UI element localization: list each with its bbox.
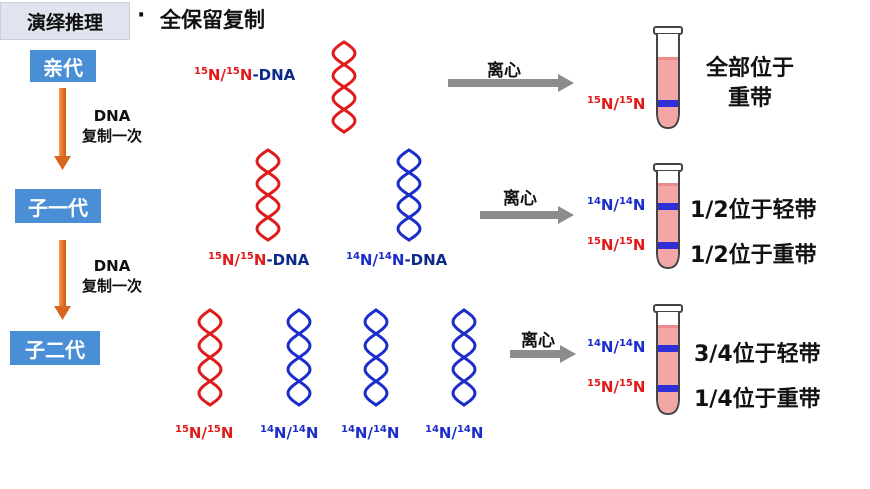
centrifuge-arrow-3 [510, 345, 576, 363]
test-tube-2 [653, 163, 683, 270]
heavy-band-3 [658, 385, 678, 392]
test-tube-3 [653, 304, 683, 416]
result-row3-heavy: 1/4位于重带 [694, 387, 821, 412]
parent-helix-strand-2 [331, 40, 357, 134]
result-row1-line2: 重带 [728, 86, 773, 111]
g2-helix-2 [286, 308, 312, 407]
result-row1-line1: 全部位于 [706, 56, 795, 81]
replication-label-1: DNA 复制一次 [72, 106, 152, 146]
g2-dna-label-4: 14N/14N [425, 424, 484, 442]
page-subtitle: 全保留复制 [160, 8, 265, 32]
parent-generation-box: 亲代 [30, 50, 96, 82]
centrifuge-label-3: 离心 [521, 331, 555, 351]
result-row3-light: 3/4位于轻带 [694, 342, 821, 367]
replication-arrow-2 [54, 240, 71, 320]
g1-heavy-dna-label: 15N/15N-DNA [208, 251, 310, 269]
test-tube-1 [653, 26, 683, 130]
tube2-light-label: 14N/14N [587, 196, 646, 214]
g1-light-helix-strand-2 [396, 148, 422, 242]
centrifuge-label-1: 离心 [487, 61, 521, 81]
g2-dna-label-3: 14N/14N [341, 424, 400, 442]
replication-label-1-line2: 复制一次 [81, 127, 142, 145]
result-row2-heavy: 1/2位于重带 [690, 243, 817, 268]
tube1-heavy-label: 15N/15N [587, 95, 646, 113]
result-row2-light: 1/2位于轻带 [690, 198, 817, 223]
g2-helix-1 [197, 308, 223, 407]
g2-helix-3 [363, 308, 389, 407]
g1-light-dna-label: 14N/14N-DNA [346, 251, 448, 269]
light-band-2 [658, 203, 678, 210]
section-title: 演绎推理 [0, 2, 130, 40]
centrifuge-arrow-2 [480, 206, 574, 224]
g2-helix-4-strand-2 [451, 308, 477, 407]
g2-helix-4 [451, 308, 477, 407]
tube3-heavy-label: 15N/15N [587, 378, 646, 396]
heavy-band-1 [658, 100, 678, 107]
centrifuge-label-2: 离心 [503, 189, 537, 209]
tube2-heavy-label: 15N/15N [587, 236, 646, 254]
parent-dna-label: 15N/15N-DNA [194, 66, 296, 84]
replication-label-2: DNA 复制一次 [72, 256, 152, 296]
g1-heavy-helix [255, 148, 281, 242]
parent-helix [331, 40, 357, 134]
heavy-band-2 [658, 242, 678, 249]
tube3-light-label: 14N/14N [587, 338, 646, 356]
bullet-dot: · [137, 3, 146, 28]
light-band-3 [658, 345, 678, 352]
centrifuge-arrow-1 [448, 74, 574, 92]
g2-dna-label-2: 14N/14N [260, 424, 319, 442]
replication-arrow-1 [54, 88, 71, 170]
second-generation-box: 子二代 [10, 331, 100, 365]
replication-label-1-line1: DNA [93, 107, 131, 125]
first-generation-box: 子一代 [15, 189, 101, 223]
g2-helix-1-strand-2 [197, 308, 223, 407]
replication-label-2-line2: 复制一次 [81, 277, 142, 295]
g1-light-helix [396, 148, 422, 242]
g2-dna-label-1: 15N/15N [175, 424, 234, 442]
dna-helices [197, 40, 477, 407]
g2-helix-2-strand-2 [286, 308, 312, 407]
g1-heavy-helix-strand-2 [255, 148, 281, 242]
g2-helix-3-strand-2 [363, 308, 389, 407]
replication-label-2-line1: DNA [93, 257, 131, 275]
result-row1: 全部位于 重带 [706, 54, 794, 114]
